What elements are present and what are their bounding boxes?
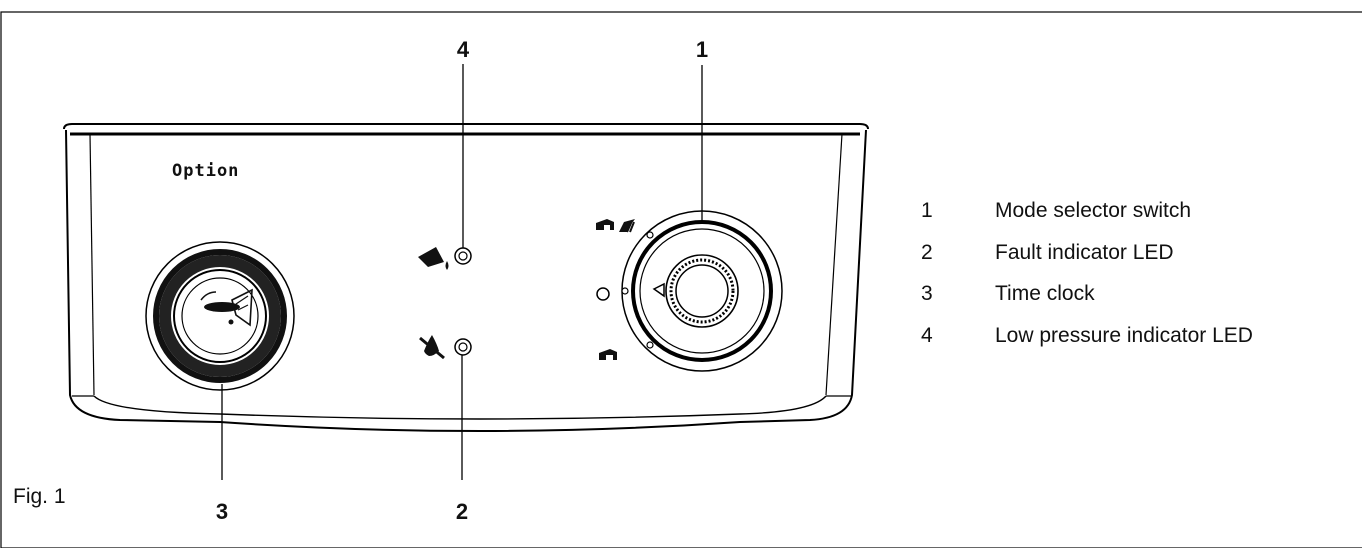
mode-selector-switch[interactable] <box>621 210 783 372</box>
legend-item: 2 Fault indicator LED <box>921 241 1341 283</box>
legend-text: Fault indicator LED <box>995 240 1174 264</box>
legend-number: 4 <box>921 323 933 347</box>
figure-caption: Fig. 1 <box>13 485 66 508</box>
low-pressure-indicator-led <box>418 247 472 270</box>
fault-led <box>454 338 472 356</box>
no-flame-icon <box>419 335 445 360</box>
legend-item: 3 Time clock <box>921 282 1341 324</box>
low-pressure-led <box>454 247 472 265</box>
legend-text: Mode selector switch <box>995 199 1192 222</box>
panel-outline <box>63 123 869 432</box>
legend-number: 1 <box>921 199 933 222</box>
legend: 1 Mode selector switch 2 Fault indicator… <box>921 199 1341 365</box>
water-drop-icon <box>418 247 449 270</box>
leader-lines <box>221 64 703 480</box>
legend-item: 4 Low pressure indicator LED <box>921 324 1341 366</box>
legend-item: 1 Mode selector switch <box>921 199 1341 241</box>
off-circle-icon <box>596 287 610 301</box>
fault-indicator-led <box>419 335 472 360</box>
legend-text: Time clock <box>995 282 1095 305</box>
callout-4: 4 <box>456 37 470 62</box>
legend-number: 3 <box>921 282 933 305</box>
option-label: Option <box>172 161 240 181</box>
radiator-tap-icon <box>596 219 635 233</box>
time-clock[interactable] <box>145 241 295 391</box>
clock-flame-icon <box>204 302 240 312</box>
callout-2: 2 <box>455 499 469 524</box>
legend-number: 2 <box>921 240 933 264</box>
callout-3: 3 <box>215 499 229 524</box>
figure-border <box>0 11 1362 548</box>
legend-text: Low pressure indicator LED <box>995 323 1253 347</box>
radiator-icon <box>599 349 617 360</box>
callout-1: 1 <box>695 37 709 62</box>
